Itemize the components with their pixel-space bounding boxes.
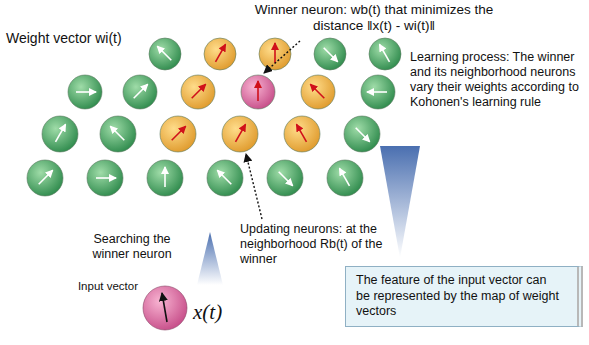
updated-weight-arrows [172,43,325,142]
updating-label: Updating neurons: at the neighborhood Rb… [240,222,405,267]
weight-vector-label: Weight vector wi(t) [6,30,156,47]
weight-arrows [39,44,390,187]
input-neuron [143,286,187,330]
leader-lines [246,41,300,219]
input-arrow [162,293,167,322]
search-arrow [197,232,223,285]
neuron-grid [27,38,401,196]
summary-box: The feature of the input vector can be r… [345,266,583,327]
input-label: Input vector [50,280,138,294]
searching-label: Searching the winner neuron [78,232,186,262]
input-symbol: x(t) [193,300,253,325]
winner-label: Winner neuron: wb(t) that minimizes the … [248,2,500,34]
learning-label: Learning process: The winner and its nei… [410,50,586,110]
summary-text: The feature of the input vector can be r… [356,273,563,320]
learning-arrow [380,146,420,258]
